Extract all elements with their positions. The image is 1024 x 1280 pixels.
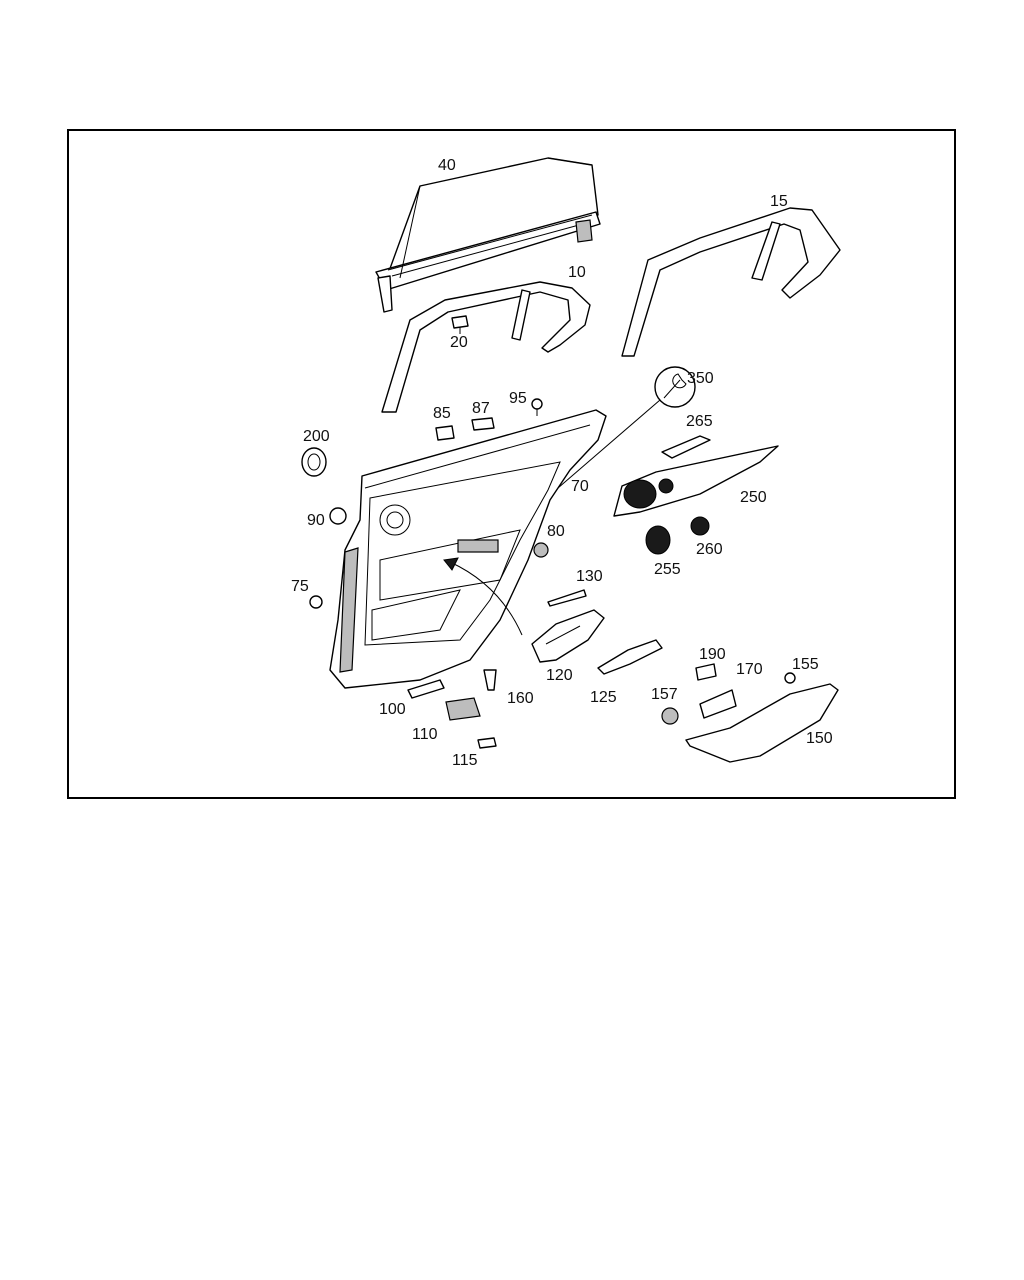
callout-160: 160 bbox=[507, 690, 534, 707]
callout-120: 120 bbox=[546, 667, 573, 684]
part-157-knob[interactable] bbox=[661, 707, 679, 725]
callout-20: 20 bbox=[450, 334, 468, 351]
arrow-head bbox=[443, 557, 459, 571]
part-10-window-frame[interactable] bbox=[381, 281, 591, 413]
part-155-screw[interactable] bbox=[784, 672, 796, 684]
callout-87: 87 bbox=[472, 400, 490, 417]
callout-80: 80 bbox=[547, 523, 565, 540]
part-90-plug[interactable] bbox=[329, 507, 347, 525]
callout-157: 157 bbox=[651, 686, 678, 703]
part-20-clip[interactable] bbox=[451, 315, 469, 334]
callout-75: 75 bbox=[291, 578, 309, 595]
callout-250: 250 bbox=[740, 489, 767, 506]
part-87-clip[interactable] bbox=[471, 417, 495, 431]
assembly-arrow bbox=[449, 561, 523, 636]
callout-130: 130 bbox=[576, 568, 603, 585]
part-250-upper-trim[interactable] bbox=[613, 445, 779, 517]
callout-255: 255 bbox=[654, 561, 681, 578]
part-110-switch[interactable] bbox=[445, 697, 481, 721]
callout-10: 10 bbox=[568, 264, 586, 281]
part-260-tweeter[interactable] bbox=[690, 516, 710, 536]
callout-90: 90 bbox=[307, 512, 325, 529]
callout-155: 155 bbox=[792, 656, 819, 673]
callout-265: 265 bbox=[686, 413, 713, 430]
part-125-handle-trim[interactable] bbox=[597, 639, 663, 675]
callout-200: 200 bbox=[303, 428, 330, 445]
part-100-light[interactable] bbox=[407, 679, 445, 699]
part-265-trim[interactable] bbox=[661, 435, 711, 459]
callout-115: 115 bbox=[452, 752, 478, 769]
diagram-frame bbox=[67, 129, 956, 799]
part-95-screw[interactable] bbox=[531, 398, 543, 416]
callout-190: 190 bbox=[699, 646, 726, 663]
part-190-switch[interactable] bbox=[695, 663, 717, 681]
part-255-speaker-grille[interactable] bbox=[645, 525, 671, 555]
part-40-sunblind[interactable] bbox=[375, 157, 601, 313]
callout-95: 95 bbox=[509, 390, 527, 407]
part-130-bracket[interactable] bbox=[547, 589, 587, 607]
callout-350: 350 bbox=[687, 370, 714, 387]
part-85-clip[interactable] bbox=[435, 425, 455, 441]
callout-150: 150 bbox=[806, 730, 833, 747]
callout-260: 260 bbox=[696, 541, 723, 558]
callout-15: 15 bbox=[770, 193, 788, 210]
part-200-grommet[interactable] bbox=[301, 447, 327, 477]
part-15-window-frame[interactable] bbox=[621, 207, 841, 357]
part-120-handle-housing[interactable] bbox=[531, 609, 605, 663]
part-75-plug[interactable] bbox=[309, 595, 323, 609]
part-150-armrest[interactable] bbox=[685, 683, 839, 763]
part-170-switch-panel[interactable] bbox=[699, 689, 737, 719]
callout-110: 110 bbox=[412, 726, 438, 743]
wrench-icon bbox=[557, 366, 696, 489]
callout-100: 100 bbox=[379, 701, 406, 718]
callout-70: 70 bbox=[571, 478, 589, 495]
part-115-bulb[interactable] bbox=[477, 737, 497, 749]
callout-125: 125 bbox=[590, 689, 617, 706]
callout-170: 170 bbox=[736, 661, 763, 678]
part-70-door-panel[interactable] bbox=[329, 409, 607, 689]
part-160-pin[interactable] bbox=[483, 669, 497, 691]
callout-85: 85 bbox=[433, 405, 451, 422]
part-80-plug[interactable] bbox=[533, 542, 549, 558]
callout-40: 40 bbox=[438, 157, 456, 174]
